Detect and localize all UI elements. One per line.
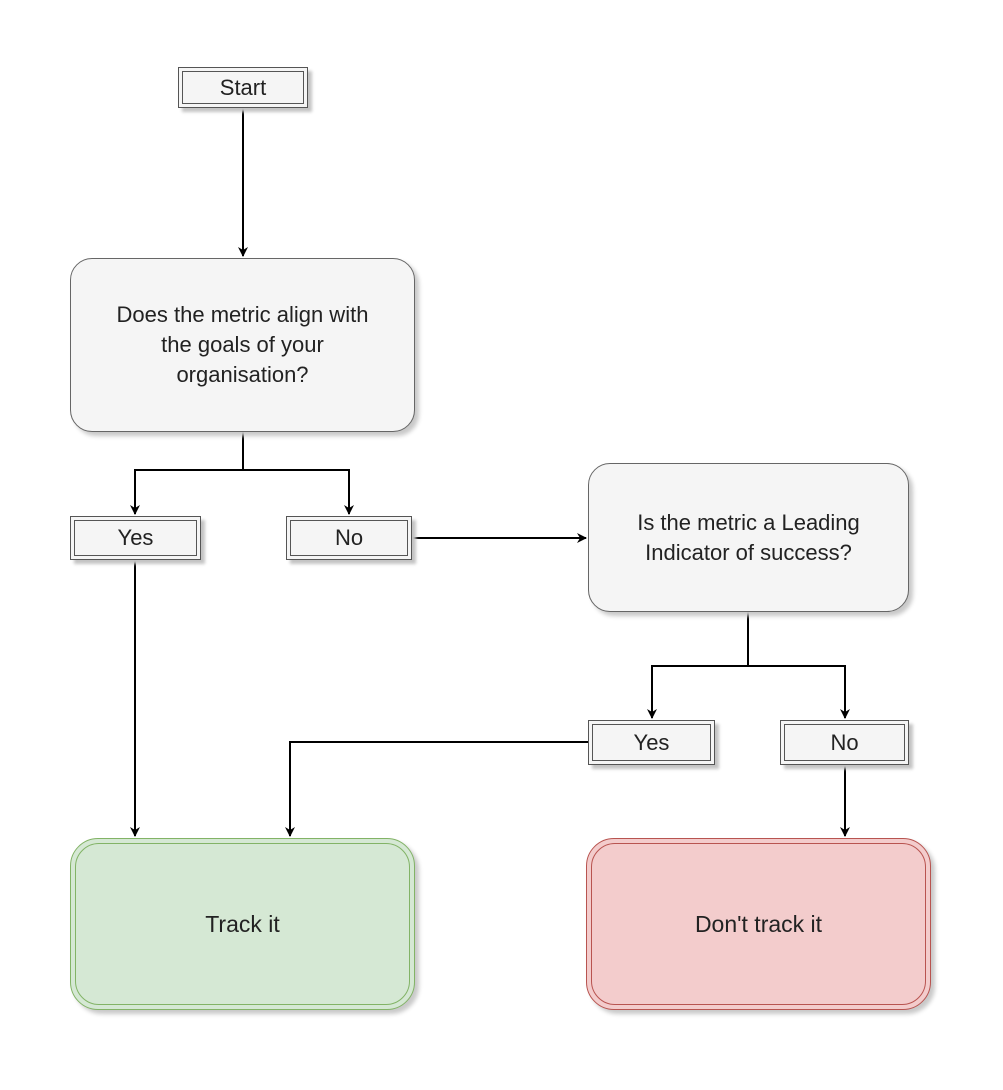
start-node: Start	[178, 67, 308, 108]
connector-align-to-yes	[130, 432, 244, 515]
connector-leading-to-no	[748, 665, 850, 719]
track-it-label: Track it	[75, 843, 410, 1005]
start-label: Start	[182, 71, 304, 104]
leading-yes-label: Yes	[588, 720, 715, 765]
decision-align-line-1: Does the metric align with	[116, 302, 369, 327]
dont-track-it-label: Don't track it	[591, 843, 926, 1005]
decision-align-goals: Does the metric align with the goals of …	[70, 258, 415, 432]
decision-align-line-3: organisation?	[176, 362, 309, 387]
align-yes-text: Yes	[74, 520, 197, 556]
decision-align-line-2: the goals of your	[161, 332, 324, 357]
terminal-track-it: Track it	[70, 838, 415, 1010]
align-no-text: No	[290, 520, 408, 556]
decision-leading-indicator: Is the metric a Leading Indicator of suc…	[588, 463, 909, 612]
leading-no-label: No	[780, 720, 909, 765]
connector-leading-to-yes	[647, 612, 749, 719]
decision-leading-line-1: Is the metric a Leading	[637, 509, 860, 535]
decision-leading-line-2: Indicator of success?	[645, 539, 852, 565]
align-yes-label: Yes	[70, 516, 201, 560]
align-no-label: No	[286, 516, 412, 560]
connector-leading-yes-to-track	[285, 741, 590, 837]
leading-yes-text: Yes	[592, 724, 711, 761]
leading-no-text: No	[784, 724, 905, 761]
connector-align-to-no	[243, 469, 354, 515]
terminal-dont-track-it: Don't track it	[586, 838, 931, 1010]
